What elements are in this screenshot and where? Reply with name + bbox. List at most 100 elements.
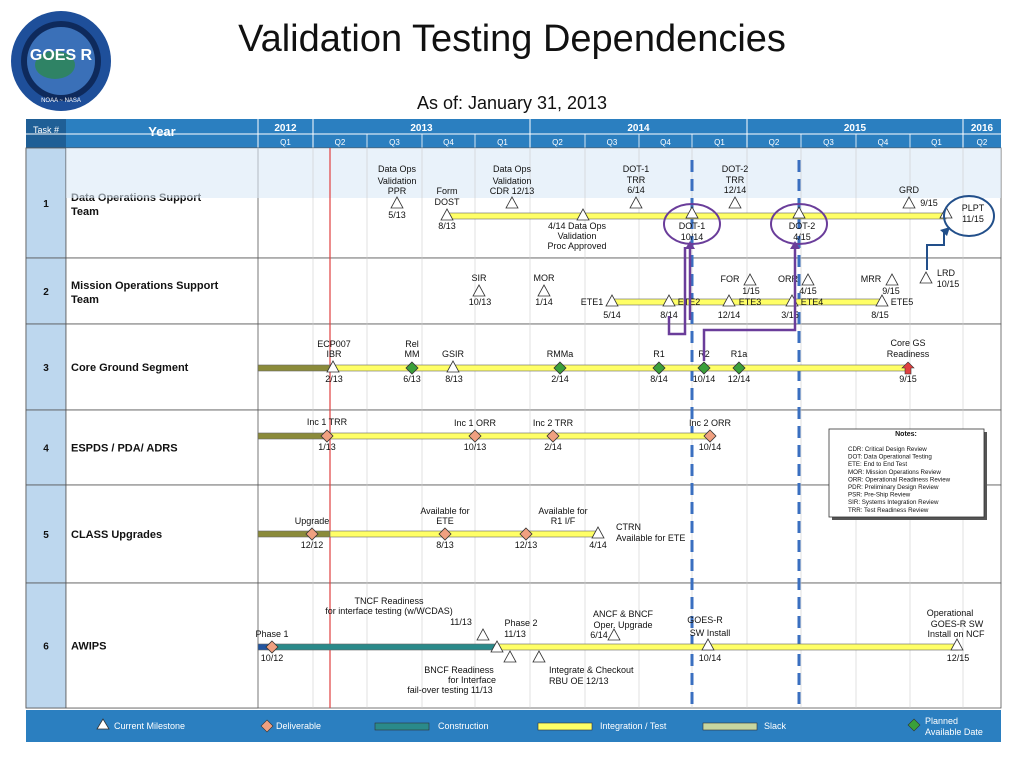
milestone-label: TRR — [726, 175, 745, 185]
arrow-head — [790, 241, 800, 249]
milestone-label: 2/14 — [551, 374, 569, 384]
milestone-label: Validation — [558, 231, 597, 241]
milestone-triangle — [440, 208, 454, 221]
readiness-arrow — [901, 361, 915, 375]
milestone-label: ECP007 — [317, 339, 351, 349]
milestone-label: Inc 2 TRR — [533, 418, 574, 428]
notes-box — [828, 428, 985, 518]
milestone-label: GOES-R SW — [931, 619, 984, 629]
year-header-label: Year — [148, 124, 175, 139]
notes-title: Notes: — [895, 431, 917, 438]
task-number: 4 — [43, 444, 49, 455]
milestone-triangle — [472, 284, 486, 297]
task-name-cell — [65, 257, 259, 325]
milestone-label: CTRN — [616, 522, 641, 532]
deliverable-diamond — [468, 429, 482, 443]
milestone-label: 8/15 — [871, 310, 889, 320]
milestone-label: SIR — [471, 273, 487, 283]
milestone-label: 11/15 — [962, 214, 984, 224]
arrow-head — [685, 241, 695, 249]
year-label: 2013 — [410, 123, 433, 134]
milestone-label: 12/14 — [728, 374, 751, 384]
milestone-label: ETE — [436, 516, 454, 526]
milestone-label: 10/14 — [681, 232, 704, 242]
milestone-triangle — [728, 196, 742, 209]
milestone-label: Proc Approved — [547, 241, 606, 251]
milestone-label: PPR — [388, 186, 407, 196]
legend-label: Current Milestone — [114, 721, 185, 731]
milestone-label: R1 I/F — [551, 516, 576, 526]
milestone-triangle — [476, 628, 490, 641]
task-name: Mission Operations Support — [71, 280, 219, 292]
milestone-triangle — [939, 206, 953, 219]
deliverable-diamond — [519, 527, 533, 541]
milestone-label: RBU OE 12/13 — [549, 676, 609, 686]
year-label: 2014 — [627, 123, 650, 134]
milestone-label: FOR — [721, 274, 740, 284]
milestone-label: 12/12 — [301, 540, 324, 550]
legend-milestone-icon — [96, 718, 110, 730]
as-of-date: As of: January 31, 2013 — [416, 93, 608, 113]
notes-item: ORR: Operational Readiness Review — [848, 476, 951, 483]
deliverable-diamond — [732, 361, 746, 375]
task-number-cell — [25, 147, 67, 259]
notes-item: CDR: Critical Design Review — [848, 446, 927, 453]
milestone-label: Data Ops — [493, 164, 532, 174]
milestone-label: 9/15 — [920, 198, 938, 208]
milestone-label: Core GS — [890, 338, 925, 348]
milestone-label: Phase 2 — [504, 618, 537, 628]
year-label: 2015 — [844, 123, 867, 134]
legend-label: Available Date — [925, 727, 983, 737]
milestone-label: ETE3 — [739, 297, 762, 307]
milestone-label: 12/14 — [724, 185, 747, 195]
milestone-triangle — [919, 271, 933, 284]
deliverable-diamond — [553, 361, 567, 375]
milestone-label: for Interface — [448, 675, 496, 685]
highlight-circle — [770, 203, 828, 245]
milestone-label: Install on NCF — [927, 629, 985, 639]
milestone-label: ETE4 — [801, 297, 824, 307]
milestone-label: PLPT — [962, 203, 985, 213]
milestone-triangle — [722, 294, 736, 307]
quarter-label: Q2 — [335, 138, 346, 147]
milestone-label: 5/13 — [388, 210, 406, 220]
milestone-label: MOR — [534, 273, 555, 283]
milestone-label: DOT-2 — [789, 221, 816, 231]
milestone-label: Inc 1 ORR — [454, 418, 497, 428]
milestone-label: 2/13 — [325, 374, 343, 384]
notes-item: ETE: End to End Test — [848, 461, 907, 468]
quarter-label: Q1 — [714, 138, 725, 147]
construction-bar — [257, 432, 328, 440]
milestone-triangle — [537, 284, 551, 297]
quarter-label: Q2 — [769, 138, 780, 147]
milestone-label: 2/14 — [544, 442, 562, 452]
deliverable-diamond — [320, 429, 334, 443]
milestone-triangle — [591, 526, 605, 539]
integration-bar — [329, 530, 599, 538]
deliverable-diamond — [652, 361, 666, 375]
task-name-cell — [65, 582, 259, 709]
milestone-label: 10/14 — [699, 653, 722, 663]
milestone-label: Phase 1 — [255, 629, 288, 639]
task-name: Team — [71, 294, 99, 306]
deliverable-diamond — [438, 527, 452, 541]
notes-item: PSR: Pre-Ship Review — [848, 492, 911, 499]
milestone-label: 10/13 — [464, 442, 487, 452]
construction-bar — [257, 364, 331, 372]
deliverable-diamond — [546, 429, 560, 443]
arrow-head — [940, 227, 950, 236]
milestone-label: GOES-R — [687, 615, 723, 625]
milestone-triangle — [607, 628, 621, 641]
milestone-triangle — [532, 650, 546, 663]
legend-label: Deliverable — [276, 721, 321, 731]
milestone-label: ORR — [778, 274, 799, 284]
legend-deliverable-icon — [260, 719, 274, 733]
milestone-label: TRR — [627, 175, 646, 185]
notes-item: MOR: Mission Operations Review — [848, 469, 941, 476]
milestone-label: 1/15 — [742, 286, 760, 296]
milestone-label: 6/14 — [590, 630, 608, 640]
construction-bar — [257, 530, 331, 538]
milestone-label: R1 — [653, 349, 665, 359]
milestone-triangle — [576, 208, 590, 221]
